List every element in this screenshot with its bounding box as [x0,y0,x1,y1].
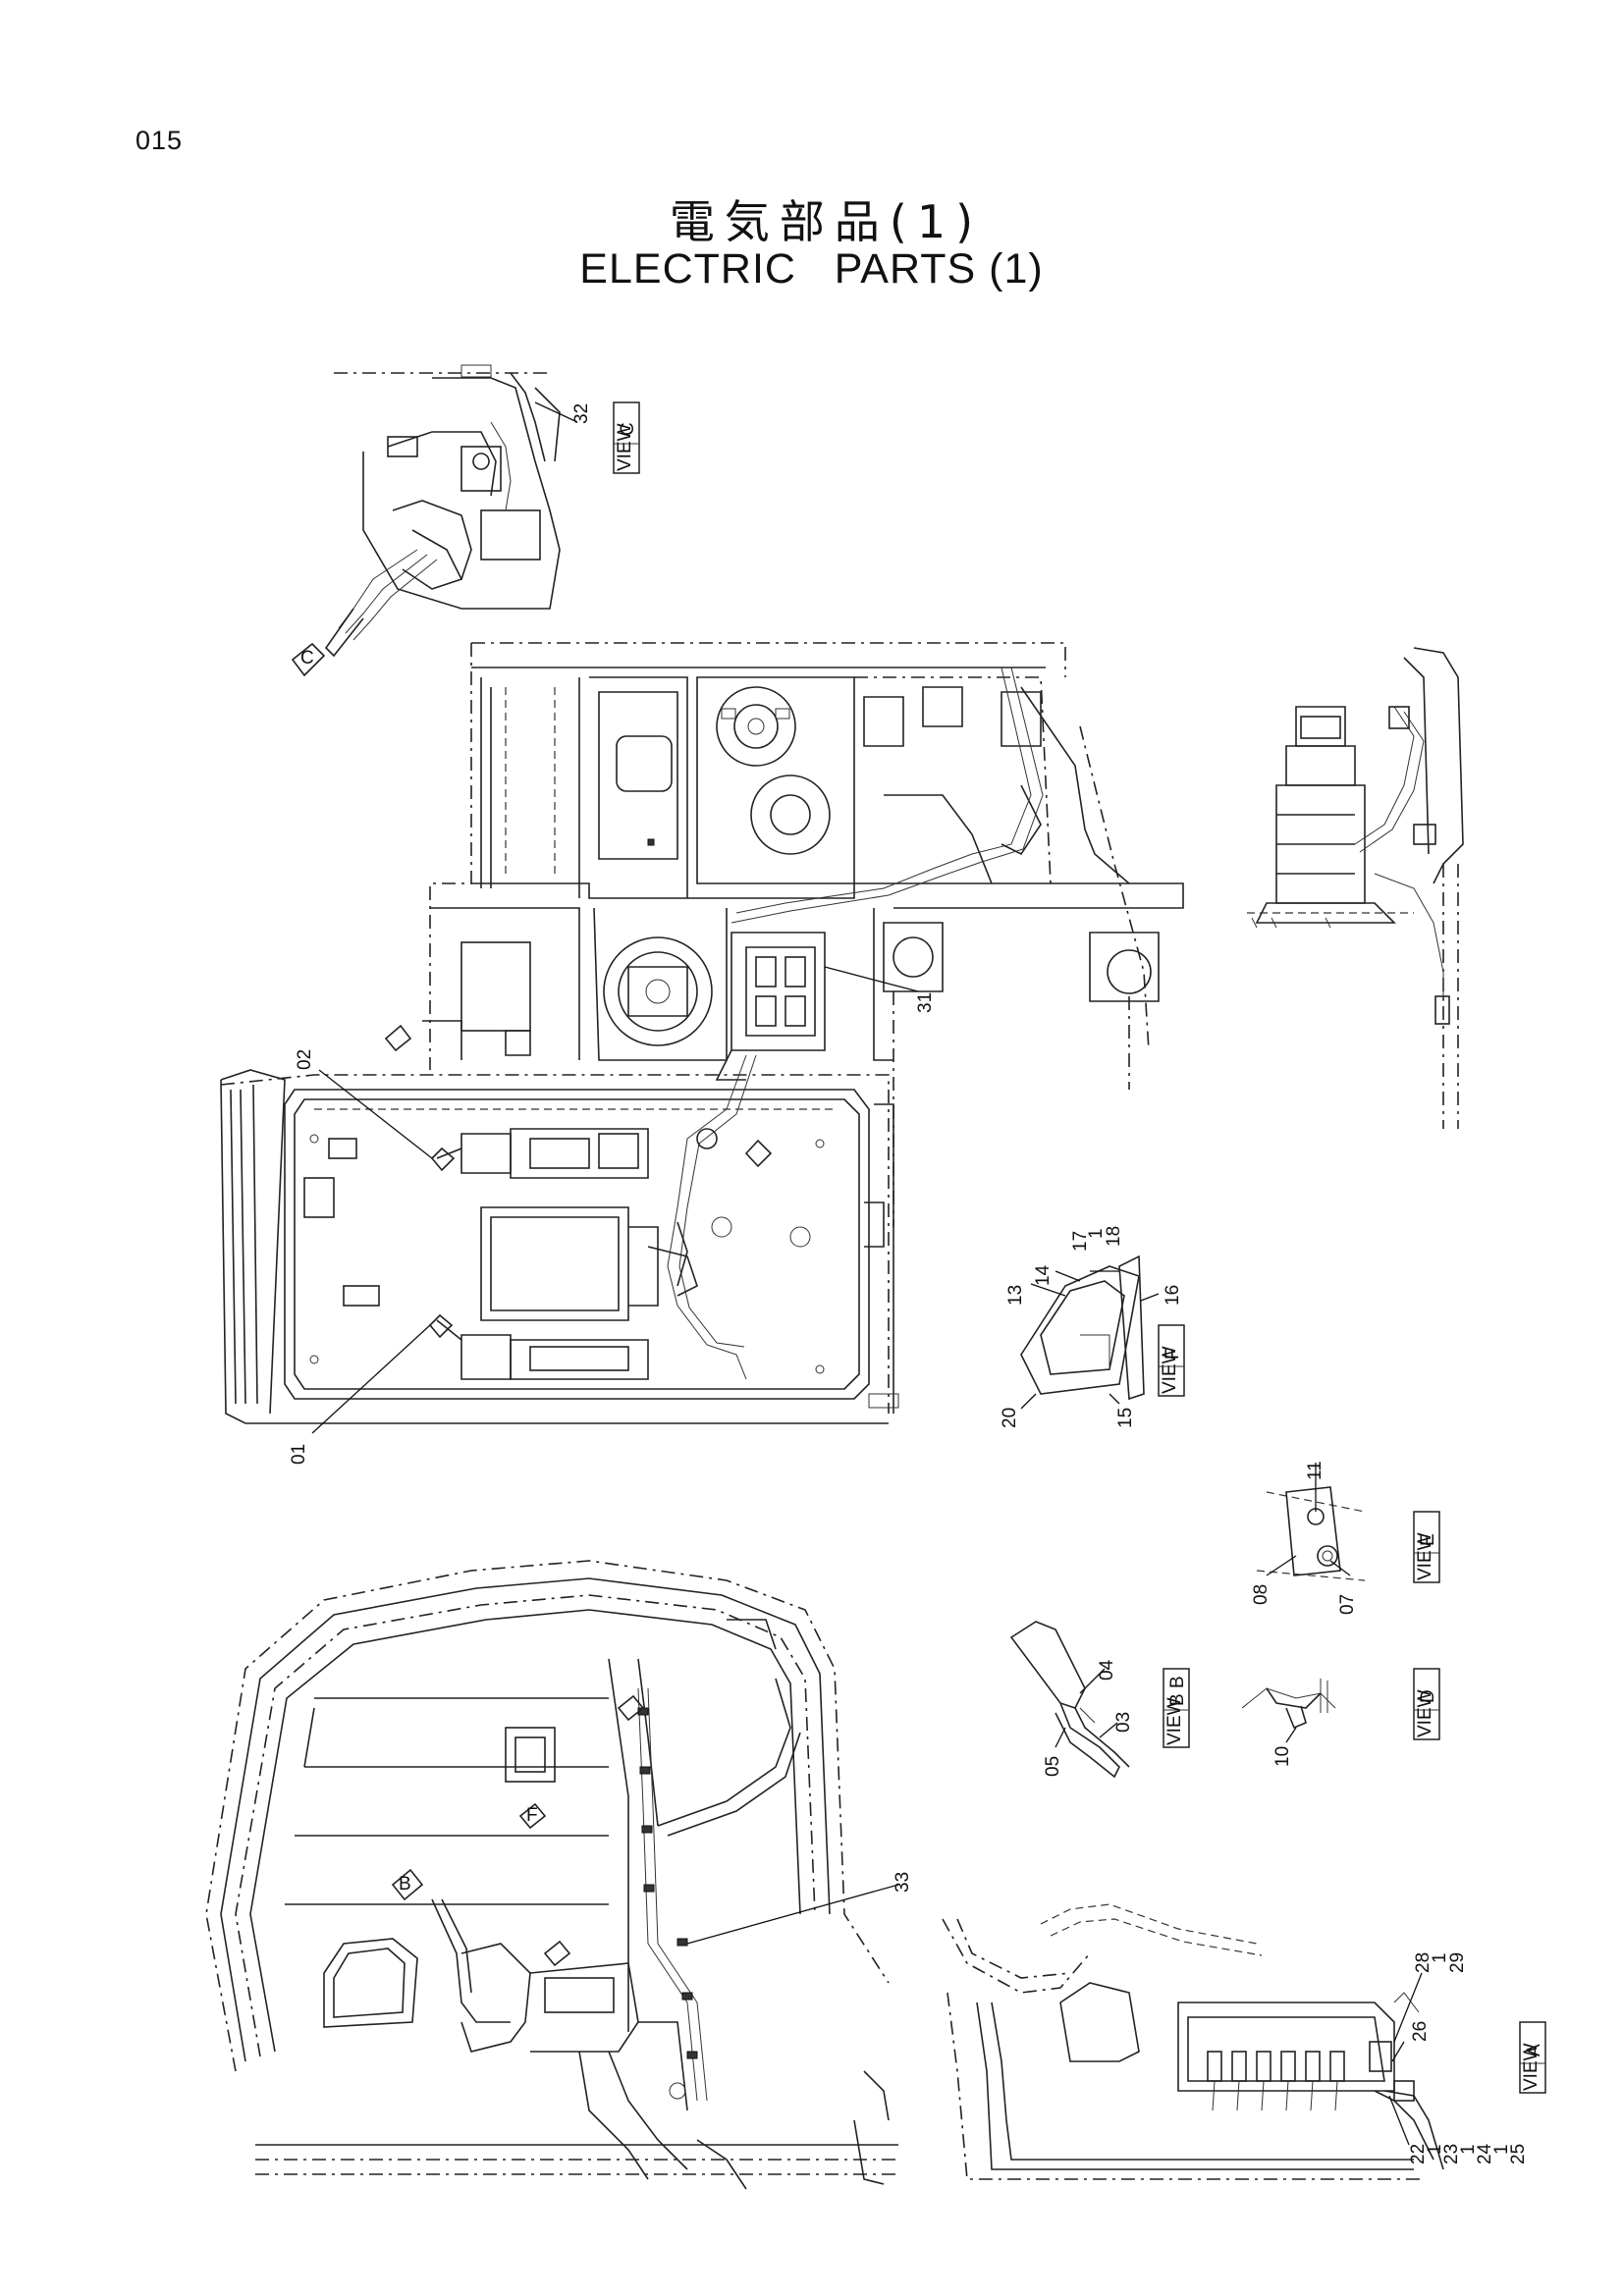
svg-text:E: E [1418,1533,1438,1546]
main-frame-drawing [384,642,1184,1227]
joystick-01-knob [428,1313,454,1339]
view-arrow-c: C [291,642,326,677]
part-number-14: 14 [1033,1264,1054,1286]
view-tag-c: C VIEW [613,401,640,474]
leader-26 [1391,2041,1405,2062]
part-number-16: 16 [1163,1285,1183,1306]
part-number-22: 22 [1408,2144,1429,2164]
svg-text:D: D [1418,1689,1438,1703]
leader-04 [1079,1668,1106,1694]
view-arrow-f-lower: F [518,1802,547,1830]
leader-10 [1285,1727,1297,1743]
view-tag-a: A VIEW [1519,2021,1546,2094]
view-a-drawing [942,1903,1444,2180]
cab-interior-drawing: F B [205,1560,898,2190]
dash-1: 1 [1086,1228,1107,1239]
view-tag-e: E VIEW [1413,1511,1440,1583]
svg-text:A: A [1524,2044,1544,2056]
part-number-26: 26 [1410,2021,1431,2042]
dash-4: 1 [1458,2144,1479,2155]
leader-05 [1055,1727,1066,1748]
view-arrow-f-upper [384,1024,412,1052]
leader-16 [1140,1293,1160,1302]
dash-5: 1 [1491,2144,1512,2155]
svg-text:VIEW: VIEW [1415,1532,1435,1580]
leader-31 [824,966,919,992]
leader-07 [1329,1560,1351,1576]
svg-text:VIEW: VIEW [1160,1346,1180,1394]
svg-text:VIEW: VIEW [1521,2043,1542,2091]
part-number-24: 24 [1475,2143,1495,2164]
leader-15 [1109,1393,1120,1405]
dash-3: 1 [1425,2144,1445,2155]
leader-32 [534,401,578,423]
view-arrow-label-c: C [300,648,314,668]
part-number-29: 29 [1447,1952,1468,1973]
part-number-17: 17 [1070,1231,1091,1252]
svg-text:B B: B B [1167,1676,1188,1706]
view-tag-d: D VIEW [1413,1668,1440,1740]
svg-text:VIEW: VIEW [615,423,635,471]
part-number-13: 13 [1005,1285,1026,1306]
svg-text:VIEW: VIEW [1415,1689,1435,1737]
view-e-drawing [1256,1486,1366,1581]
svg-text:VIEW: VIEW [1164,1697,1185,1745]
part-number-04: 04 [1097,1659,1117,1681]
part-number-33: 33 [893,1872,913,1893]
svg-text:C: C [618,422,638,436]
view-tag-b: B B VIEW [1163,1668,1190,1748]
part-number-23: 23 [1441,2144,1462,2164]
leader-08 [1266,1555,1297,1576]
part-number-03: 03 [1113,1712,1134,1733]
view-arrow-b-lower: B [391,1868,424,1901]
leader-28 [1393,1972,1423,2043]
page-number: 015 [135,126,184,155]
part-number-02: 02 [295,1049,315,1070]
part-number-18: 18 [1104,1226,1124,1247]
leader-02 [318,1069,433,1159]
leader-13 [1030,1283,1066,1297]
view-arrow-c-lower [617,1694,645,1722]
part-number-01: 01 [289,1444,309,1465]
view-d-drawing [1241,1679,1336,1730]
leader-22 [1388,2095,1410,2146]
view-b-drawing [1009,1621,1130,1779]
svg-text:B: B [399,1874,411,1895]
part-number-11: 11 [1305,1461,1325,1480]
part-number-28: 28 [1413,1952,1434,1973]
page-title-japanese: 電気部品(1) [669,195,984,248]
joystick-02-knob [430,1147,456,1172]
svg-text:F: F [526,1805,538,1826]
leader-01 [311,1324,431,1434]
dash-2: 1 [1430,1952,1450,1963]
leader-33 [686,1884,899,1945]
view-arrow-f [744,1139,773,1168]
view-c-console-drawing [324,364,561,658]
view-f-drawing [1020,1255,1145,1401]
part-number-20: 20 [1000,1408,1020,1428]
side-view-right-drawing [1247,647,1464,1129]
part-number-08: 08 [1251,1584,1271,1605]
part-number-15: 15 [1115,1408,1136,1428]
leader-03 [1099,1722,1118,1738]
part-number-25: 25 [1508,2144,1529,2164]
part-number-07: 07 [1337,1594,1358,1615]
part-number-10: 10 [1272,1746,1293,1767]
part-number-05: 05 [1043,1756,1063,1777]
leader-14 [1055,1270,1081,1282]
cab-floor-drawing [220,1054,899,1424]
leader-20 [1020,1393,1037,1410]
part-number-31: 31 [915,992,936,1013]
view-tag-f: F VIEW [1158,1324,1185,1397]
svg-text:F: F [1163,1348,1183,1360]
part-number-32: 32 [571,403,592,424]
page-title-english: ELECTRIC PARTS (1) [579,245,1044,293]
